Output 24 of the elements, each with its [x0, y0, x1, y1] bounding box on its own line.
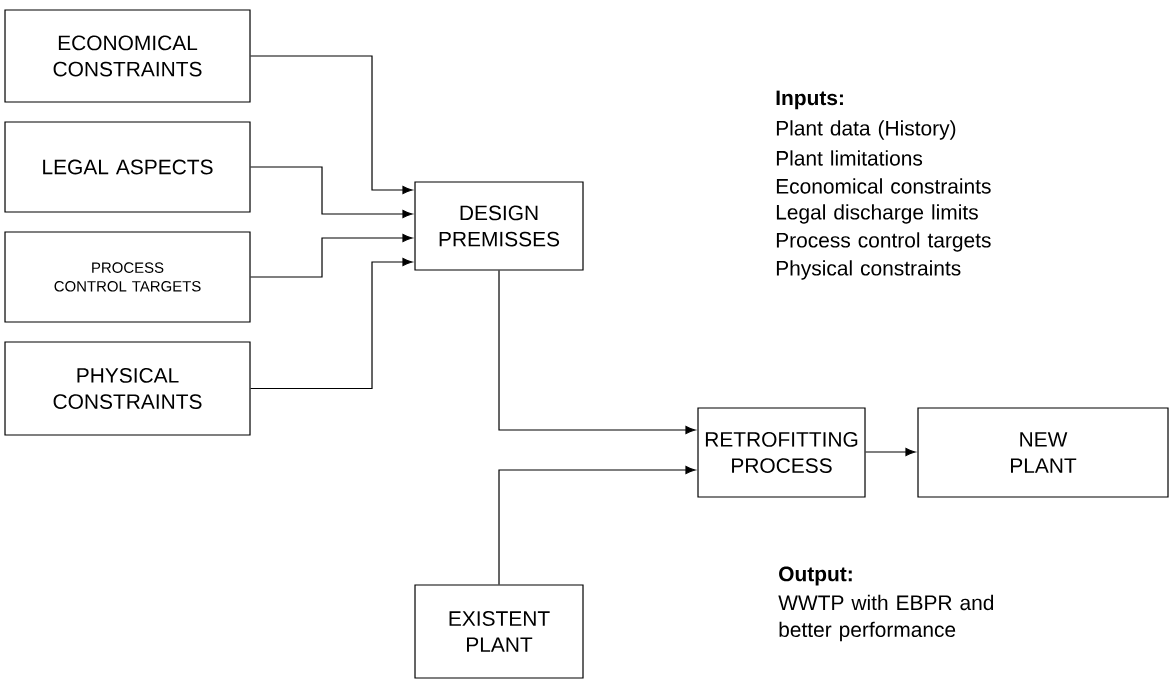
- arrow: [250, 166, 413, 219]
- process-box: RETROFITTING PROCESS: [697, 407, 866, 498]
- heading: Output:: [779, 566, 852, 586]
- process-box: PROCESS CONTROL TARGETS: [4, 231, 251, 323]
- process-box: EXISTENT PLANT: [414, 584, 584, 679]
- input-item: WWTP with EBPR and better performance: [778, 594, 994, 642]
- process-box: NEW PLANT: [917, 407, 1169, 498]
- arrow: [498, 270, 696, 435]
- heading: Inputs:: [776, 90, 843, 110]
- arrow: [498, 465, 696, 585]
- arrow: [250, 233, 413, 278]
- input-item: Plant limitations: [776, 150, 923, 166]
- process-box: LEGAL ASPECTS: [4, 121, 251, 213]
- process-box: PHYSICAL CONSTRAINTS: [4, 341, 251, 436]
- arrow: [250, 257, 413, 390]
- arrow: [865, 447, 916, 457]
- input-item: Plant data (History): [776, 120, 956, 140]
- input-item: Economical constraints: [776, 178, 991, 194]
- input-item: Process control targets: [776, 232, 991, 252]
- process-box: ECONOMICAL CONSTRAINTS: [4, 9, 251, 103]
- input-item: Physical constraints: [776, 260, 961, 280]
- process-box: DESIGN PREMISSES: [414, 181, 584, 271]
- arrow: [250, 55, 413, 195]
- input-item: Legal discharge limits: [776, 204, 978, 224]
